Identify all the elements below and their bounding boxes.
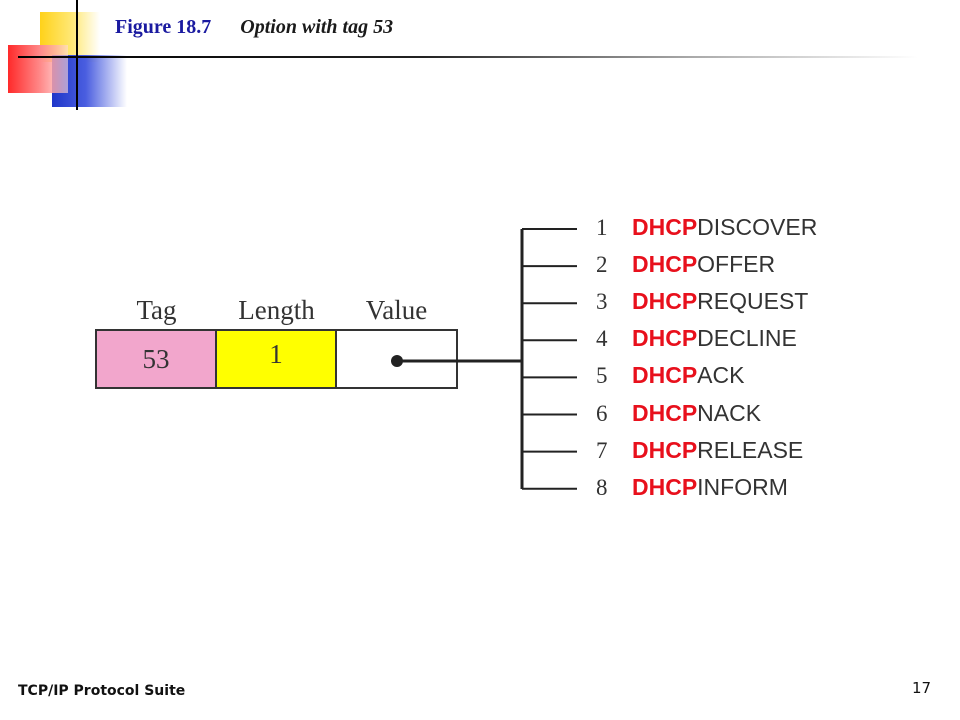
message-number: 5 [596,363,608,389]
figure-caption: Option with tag 53 [240,16,394,38]
message-type-item: 8 DHCPINFORM [596,474,788,504]
message-prefix: DHCP [632,362,698,389]
message-prefix: DHCP [632,325,698,352]
figure-number: Figure 18.7 [115,16,212,38]
message-prefix: DHCP [632,473,698,500]
tag-field: 53 [95,329,217,389]
length-field: 1 [215,329,337,389]
message-prefix: DHCP [632,214,698,240]
value-field [335,329,458,389]
message-suffix: RELEASE [697,436,804,463]
message-type-item: 7 DHCPRELEASE [596,437,803,467]
header-rule [18,56,918,58]
corner-decoration-vertical-line [76,0,78,110]
message-prefix: DHCP [632,251,698,278]
length-value: 1 [269,339,283,369]
footer-course: TCP/IP Protocol Suite [18,683,186,699]
message-suffix: OFFER [697,251,776,278]
message-suffix: INFORM [697,473,788,500]
message-number: 7 [596,437,608,463]
message-type-item: 4 DHCPDECLINE [596,325,797,355]
message-type-item: 6 DHCPNACK [596,400,761,430]
message-type-item: 5 DHCPACK [596,362,744,392]
message-prefix: DHCP [632,288,698,315]
message-suffix: DECLINE [697,325,797,352]
message-number: 8 [596,474,608,500]
message-number: 1 [596,215,608,240]
message-number: 4 [596,326,608,352]
page-title: Figure 18.7 Option with tag 53 [115,16,393,39]
message-suffix: REQUEST [697,288,809,315]
tag-label: Tag [136,295,177,325]
message-type-item: 3 DHCPREQUEST [596,288,808,318]
message-number: 3 [596,289,608,315]
message-suffix: ACK [697,362,745,389]
message-suffix: DISCOVER [697,214,818,240]
tag-value: 53 [142,343,170,374]
value-label: Value [365,295,428,325]
page-number: 17 [912,679,932,697]
message-type-item: 1 DHCPDISCOVER [596,214,817,244]
message-type-item: 2 DHCPOFFER [596,251,775,281]
length-label: Length [238,295,315,325]
message-prefix: DHCP [632,399,698,426]
message-suffix: NACK [697,399,762,426]
corner-decoration-red [8,45,68,93]
message-number: 2 [596,252,608,278]
message-number: 6 [596,400,608,426]
message-prefix: DHCP [632,436,698,463]
